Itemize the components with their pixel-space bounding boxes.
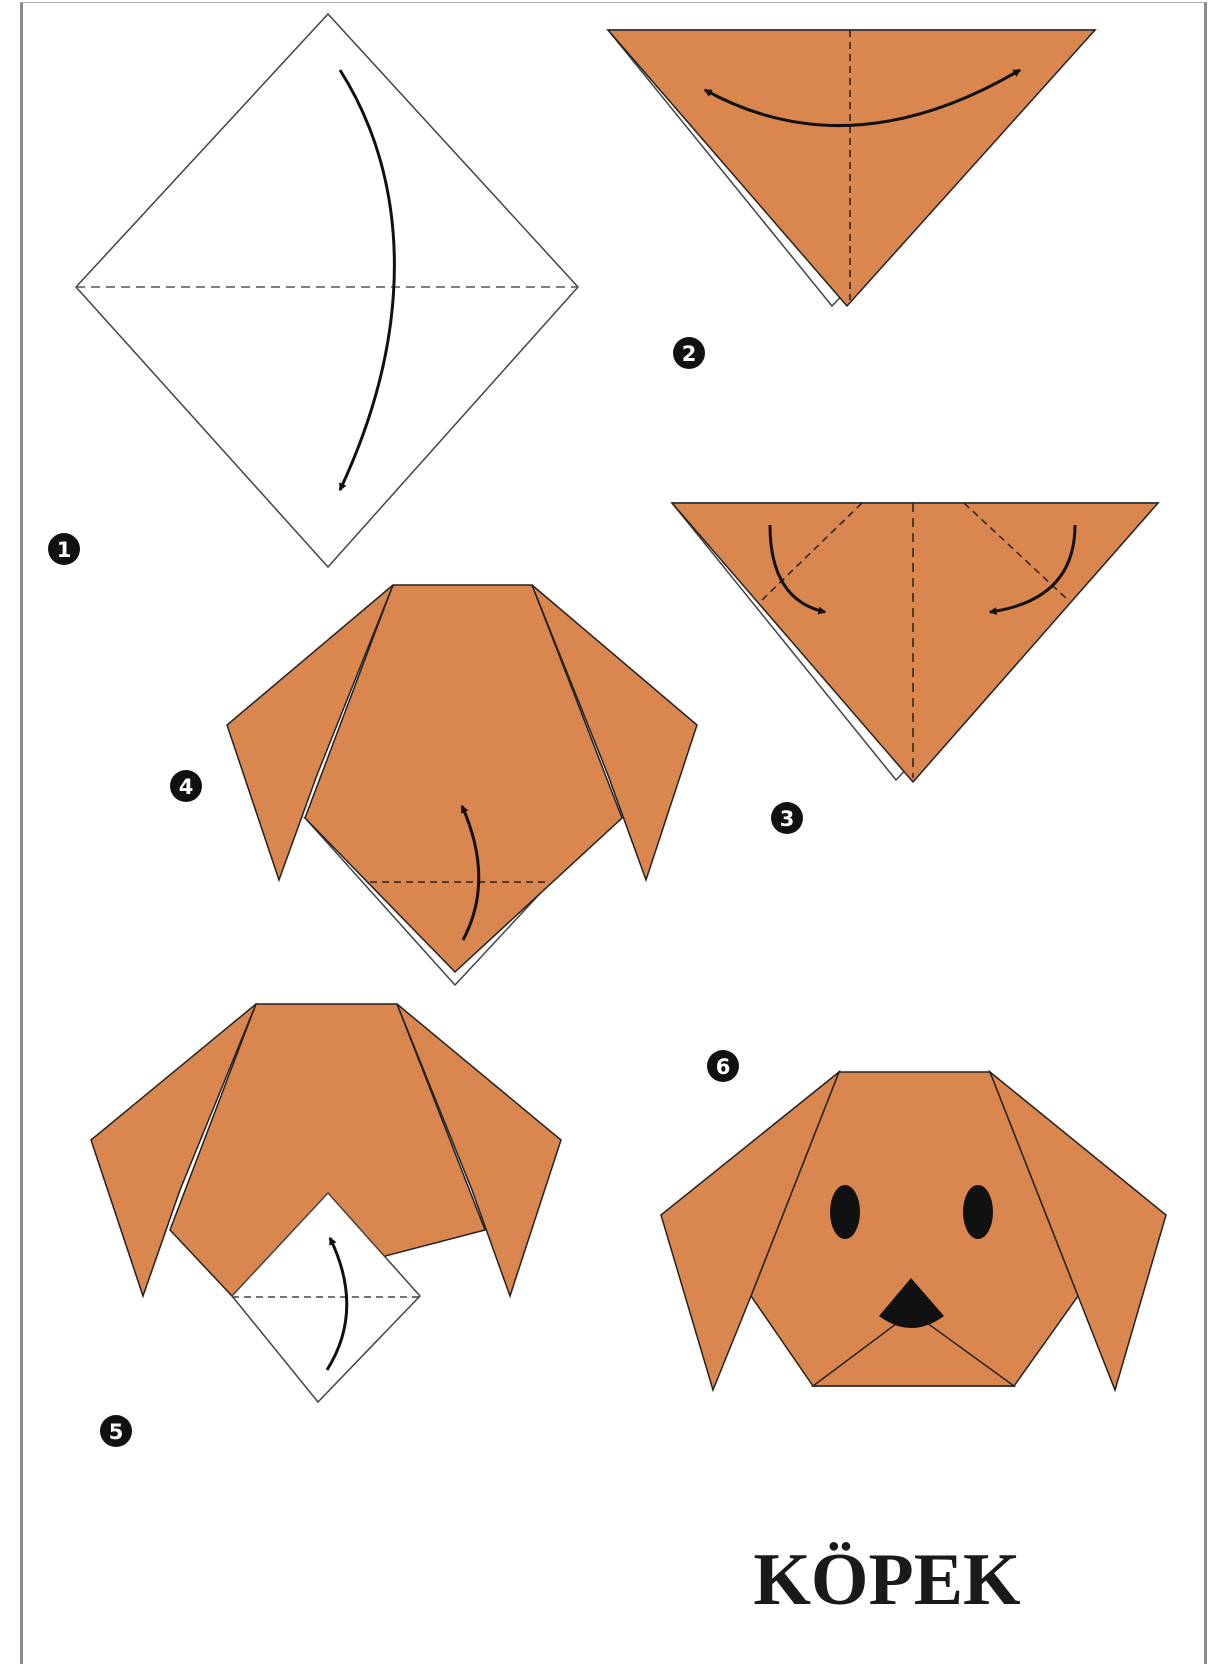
- step-6-badge: 6: [707, 1050, 739, 1082]
- step-3-diagram: [672, 503, 1158, 782]
- step-3-triangle: [672, 503, 1158, 782]
- step-5-badge: 5: [100, 1415, 132, 1447]
- step-6-number: 6: [716, 1055, 731, 1079]
- step-6-diagram: [661, 1072, 1166, 1390]
- step-5-number: 5: [109, 1420, 124, 1444]
- step-6-left-eye: [830, 1185, 860, 1239]
- step-2-triangle: [608, 30, 1095, 306]
- step-2-number: 2: [682, 342, 697, 366]
- step-1-square-paper: [76, 14, 578, 567]
- step-1-number: 1: [57, 538, 72, 562]
- page-title: KÖPEK: [753, 1539, 1020, 1621]
- step-3-number: 3: [780, 807, 795, 831]
- step-1-badge: 1: [48, 533, 80, 565]
- step-2-diagram: [608, 30, 1095, 306]
- step-3-badge: 3: [771, 802, 803, 834]
- step-4-badge: 4: [170, 770, 202, 802]
- step-2-badge: 2: [673, 337, 705, 369]
- step-1-diagram: [76, 14, 578, 567]
- step-6-right-eye: [963, 1185, 993, 1239]
- step-4-diagram: [227, 585, 697, 985]
- step-5-diagram: [91, 1004, 561, 1402]
- step-4-number: 4: [179, 775, 194, 799]
